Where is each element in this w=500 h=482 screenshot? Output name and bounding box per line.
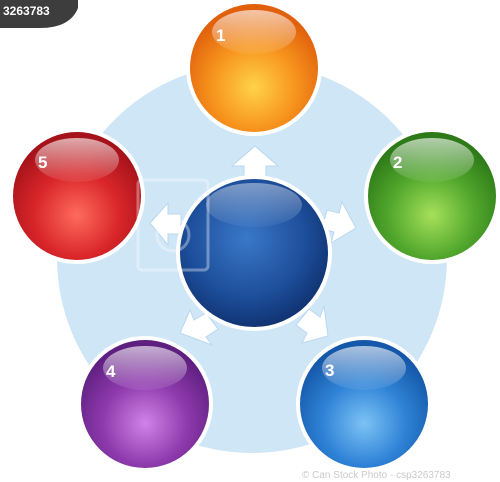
sphere-4: 4 [77, 336, 213, 472]
arrow-upper-left [149, 201, 182, 247]
sphere-3: 3 [296, 336, 432, 472]
sphere-5-number: 5 [38, 153, 47, 172]
sphere-2: 2 [364, 128, 500, 264]
sphere-1: 1 [186, 0, 322, 136]
watermark-footer-text: © Can Stock Photo - csp3263783 [302, 470, 451, 481]
sphere-1-number: 1 [216, 26, 225, 45]
watermark-logo [136, 178, 210, 272]
watermark-id-text: 3263783 [3, 4, 50, 18]
sphere-2-number: 2 [393, 153, 402, 172]
sphere-5: 5 [9, 128, 145, 264]
arrow-upper-right [321, 200, 357, 245]
arrow-lower-left [179, 308, 219, 347]
hub-sphere [176, 175, 332, 331]
sphere-4-number: 4 [106, 362, 116, 381]
sphere-3-number: 3 [325, 361, 334, 380]
watermark-id-tag: 3263783 [0, 0, 78, 28]
arrow-lower-right [295, 305, 329, 344]
